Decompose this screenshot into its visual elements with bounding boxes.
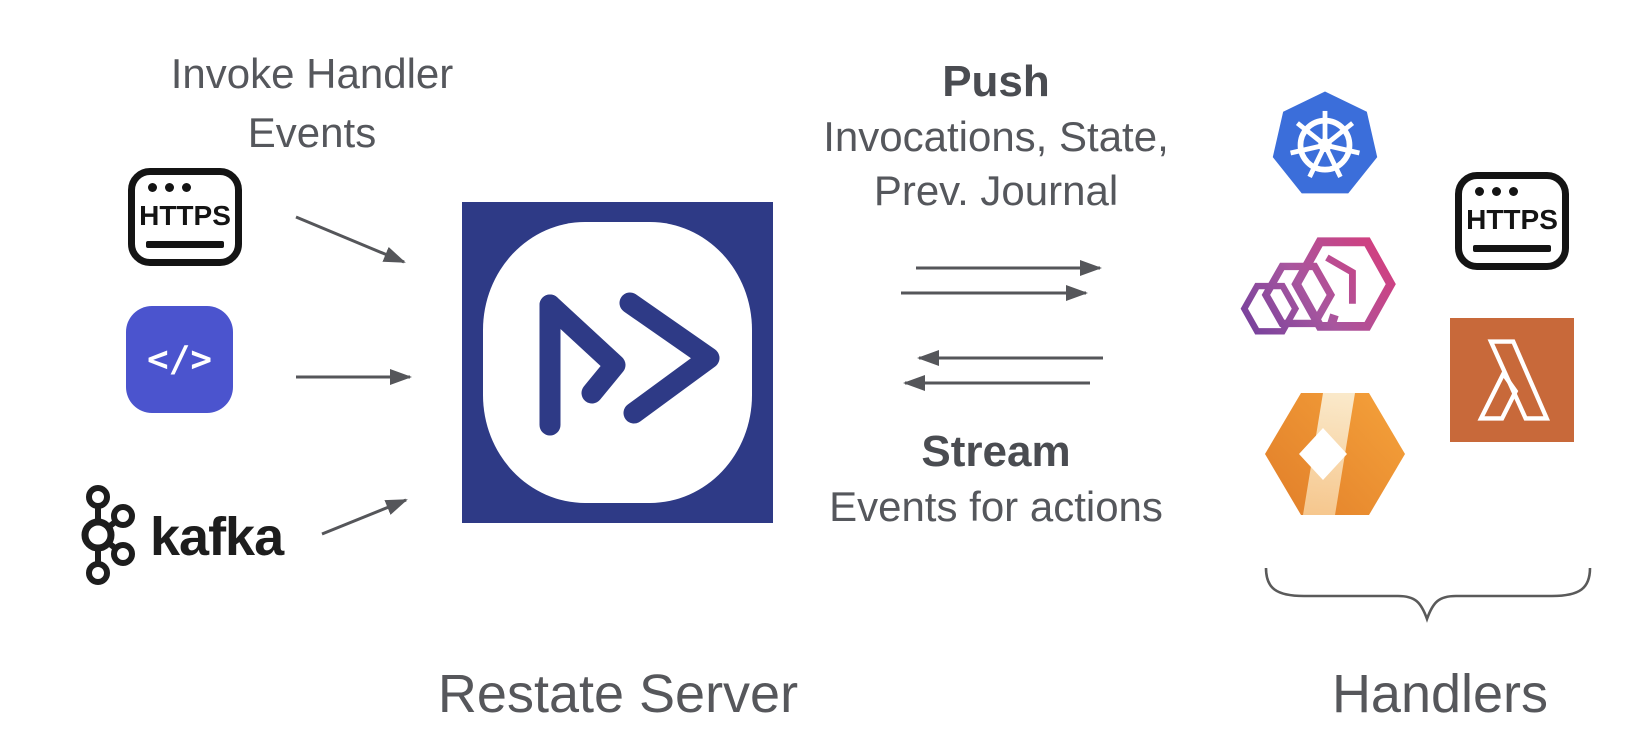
kafka-icon <box>81 485 135 585</box>
stream-title: Stream <box>921 427 1071 476</box>
browser-dots-icon <box>148 183 191 192</box>
push-line2: Prev. Journal <box>873 167 1119 214</box>
invoke-events-label: Invoke Handler Events <box>112 44 512 162</box>
code-sdk-icon: </> <box>126 306 233 413</box>
restate-server-label: Restate Server <box>437 664 799 724</box>
aws-lambda-icon <box>1450 318 1574 442</box>
invoke-events-line1: Invoke Handler <box>170 50 454 97</box>
handlers-label: Handlers <box>1331 664 1549 724</box>
https-handler-icon: HTTPS <box>1455 172 1569 270</box>
push-flow-label: Push Invocations, State, Prev. Journal <box>796 54 1196 218</box>
https-underline <box>146 241 224 248</box>
containers-icon <box>1240 237 1396 335</box>
https-underline <box>1473 245 1551 252</box>
push-title: Push <box>942 57 1050 106</box>
restate-logo <box>462 202 773 523</box>
stream-flow-label: Stream Events for actions <box>796 424 1196 534</box>
https-icon-label: HTTPS <box>139 200 231 231</box>
code-glyph: </> <box>146 339 213 380</box>
push-line1: Invocations, State, <box>823 113 1169 160</box>
https-browser-icon: HTTPS <box>128 168 242 266</box>
arrow-https-to-server <box>295 215 406 264</box>
stream-line1: Events for actions <box>829 483 1163 530</box>
handlers-brace <box>1264 567 1592 623</box>
kafka-wordmark: kafka <box>150 507 284 567</box>
kubernetes-icon <box>1272 91 1378 194</box>
arrow-kafka-to-server <box>321 498 408 536</box>
cloudflare-workers-icon <box>1265 393 1405 515</box>
browser-dots-icon <box>1475 187 1518 196</box>
https-icon-label: HTTPS <box>1466 204 1558 235</box>
invoke-events-line2: Events <box>247 109 377 156</box>
